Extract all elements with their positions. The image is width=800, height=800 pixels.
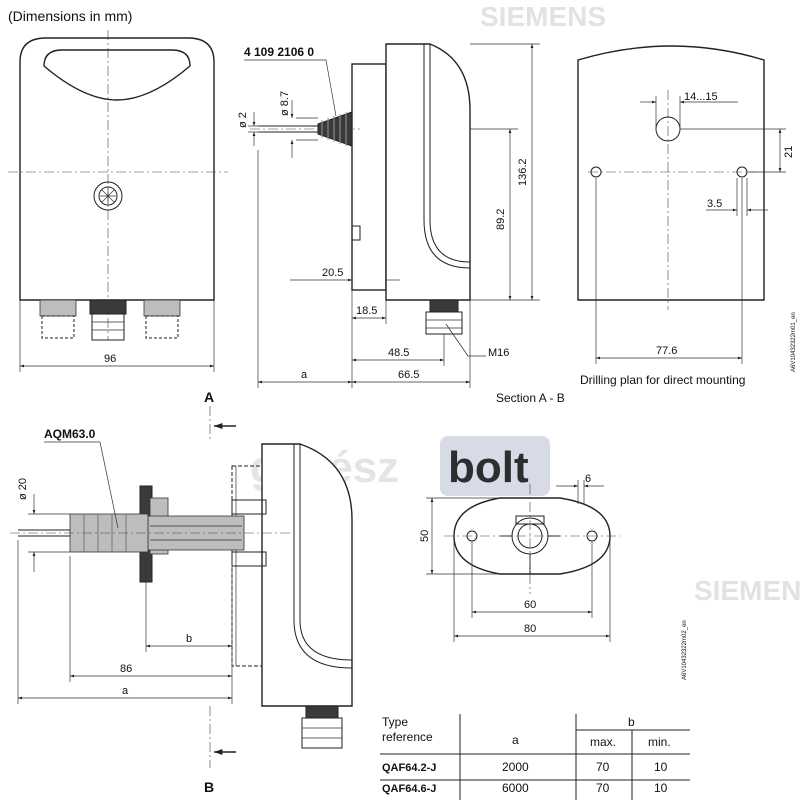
table-cell-min: 10	[654, 781, 668, 795]
table-header-a: a	[512, 733, 519, 747]
table-header-type: Type	[382, 715, 408, 729]
watermark-brand-right: bolt	[448, 443, 529, 492]
dim-height-136-2: 136.2	[517, 158, 529, 186]
dim-diameter-2: ø 2	[237, 112, 249, 128]
dim-77-6: 77.6	[656, 345, 677, 357]
cable-gland-center-icon	[89, 299, 127, 341]
dim-a-side: a	[301, 369, 308, 381]
watermark-siemens-right: SIEMENS	[694, 575, 800, 606]
reference-table: Type reference a b max. min. QAF64.2-J 2…	[380, 714, 690, 800]
front-view: 96	[8, 30, 228, 372]
page-title: (Dimensions in mm)	[8, 8, 132, 24]
section-caption: Section A - B	[496, 391, 565, 405]
dim-hole-range: 14...15	[684, 91, 718, 103]
dim-66-5: 66.5	[398, 369, 419, 381]
section-mark-b: B	[204, 779, 214, 795]
dim-b-probe: b	[186, 633, 192, 645]
dim-width-96: 96	[104, 353, 116, 365]
dim-50: 50	[419, 530, 431, 542]
flange-view: 6 50 60 80 A6V10432322m02_en	[419, 473, 688, 680]
dim-80: 80	[524, 623, 536, 635]
section-mark-a: A	[204, 389, 214, 405]
table-cell-max: 70	[596, 781, 610, 795]
dim-6: 6	[585, 473, 591, 485]
dim-20-5: 20.5	[322, 267, 343, 279]
table-row: QAF64.2-J 2000 70 10	[382, 760, 668, 774]
drawing-code-2: A6V10432322m02_en	[682, 620, 688, 680]
table-header-min: min.	[648, 735, 671, 749]
probe-view: AQM63.0 ø 20 b 86 a	[10, 427, 353, 749]
table-cell-type: QAF64.2-J	[382, 762, 436, 774]
table-header-b: b	[628, 715, 635, 729]
drill-plan-caption: Drilling plan for direct mounting	[580, 373, 745, 387]
table-header-reference: reference	[382, 730, 433, 744]
dim-diameter-8-7: ø 8.7	[279, 91, 291, 116]
table-cell-max: 70	[596, 760, 610, 774]
dim-48-5: 48.5	[388, 347, 409, 359]
dim-21: 21	[783, 146, 795, 158]
probe-label: AQM63.0	[44, 427, 96, 441]
dim-diameter-20: ø 20	[17, 478, 29, 500]
cable-gland-right-icon	[143, 299, 181, 339]
part-number-label: 4 109 2106 0	[244, 45, 314, 59]
table-row: QAF64.6-J 6000 70 10	[382, 781, 668, 795]
watermark-brand-box	[440, 436, 550, 496]
watermark-siemens-top: SIEMENS	[480, 1, 606, 32]
table-header-max: max.	[590, 735, 616, 749]
cable-gland-left-icon	[39, 299, 77, 339]
table-cell-min: 10	[654, 760, 668, 774]
drill-plan: 14...15 21 3.5 77.6 Drilling plan for di…	[577, 45, 797, 387]
dim-18-5: 18.5	[356, 305, 377, 317]
section-markers: A B	[204, 389, 236, 795]
table-cell-type: QAF64.6-J	[382, 783, 436, 795]
dim-3-5: 3.5	[707, 198, 722, 210]
table-cell-a: 2000	[502, 760, 529, 774]
table-cell-a: 6000	[502, 781, 529, 795]
drawing-code-1: A6V10432322m01_en	[791, 312, 797, 372]
dim-height-89-2: 89.2	[495, 209, 507, 230]
side-view: 4 109 2106 0 ø 2 ø 8.7 136.2 89.2 20.5 1…	[237, 43, 565, 405]
dim-a-probe: a	[122, 685, 129, 697]
dim-60: 60	[524, 599, 536, 611]
thread-label: M16	[488, 347, 509, 359]
dim-86: 86	[120, 663, 132, 675]
